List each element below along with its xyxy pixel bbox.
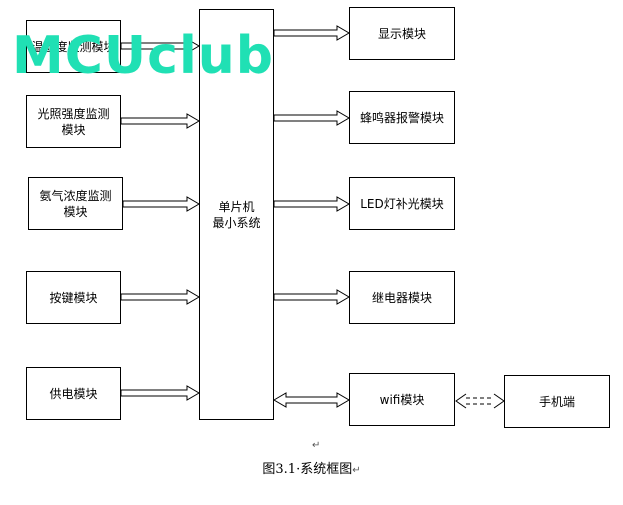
module-box-display: 显示模块 <box>349 7 455 60</box>
mcu-label: 单片机 最小系统 <box>212 199 261 230</box>
arrow-mcu-to-relay <box>273 289 350 305</box>
module-label: 氨气浓度监测 模块 <box>39 188 112 219</box>
arrow-light-to-mcu <box>120 113 200 129</box>
module-label: 按键模块 <box>49 290 98 305</box>
arrow-power-to-mcu <box>120 385 200 401</box>
module-label: 光照强度监测 模块 <box>37 106 110 137</box>
module-label: wifi模块 <box>379 392 425 407</box>
module-label: 温湿度监测模块 <box>31 39 116 54</box>
module-box-wifi: wifi模块 <box>349 373 455 426</box>
module-box-buzzer: 蜂鸣器报警模块 <box>349 91 455 144</box>
module-label: 手机端 <box>538 394 575 409</box>
module-box-light: 光照强度监测 模块 <box>26 95 121 148</box>
module-box-keys: 按键模块 <box>26 271 121 324</box>
module-label: 显示模块 <box>377 26 426 41</box>
module-label: 继电器模块 <box>371 290 432 305</box>
module-box-relay: 继电器模块 <box>349 271 455 324</box>
arrow-gas-to-mcu <box>122 196 200 212</box>
figure-caption: 图3.1·系统框图↵ <box>0 458 623 477</box>
module-box-led: LED灯补光模块 <box>349 177 455 230</box>
arrow-mcu-to-buzzer <box>273 110 350 126</box>
module-box-temp: 温湿度监测模块 <box>26 20 121 73</box>
module-box-power: 供电模块 <box>26 367 121 420</box>
arrow-temp-to-mcu <box>120 38 200 54</box>
arrow-keys-to-mcu <box>120 289 200 305</box>
arrow-mcu-wifi-bidirectional <box>273 392 350 408</box>
module-label: LED灯补光模块 <box>360 196 444 211</box>
paragraph-mark-icon: ↵ <box>352 465 361 476</box>
module-box-gas: 氨气浓度监测 模块 <box>28 177 123 230</box>
figure-caption-text: 图3.1·系统框图 <box>262 462 353 477</box>
module-label: 供电模块 <box>49 386 98 401</box>
arrow-mcu-to-display <box>273 25 350 41</box>
mcu-minimum-system-box: 单片机 最小系统 <box>199 9 274 420</box>
module-box-phone: 手机端 <box>504 375 610 428</box>
arrow-wifi-phone-dashed <box>466 397 494 405</box>
module-label: 蜂鸣器报警模块 <box>359 110 444 125</box>
arrow-mcu-to-led <box>273 196 350 212</box>
paragraph-mark-icon: ↵ <box>312 440 321 451</box>
